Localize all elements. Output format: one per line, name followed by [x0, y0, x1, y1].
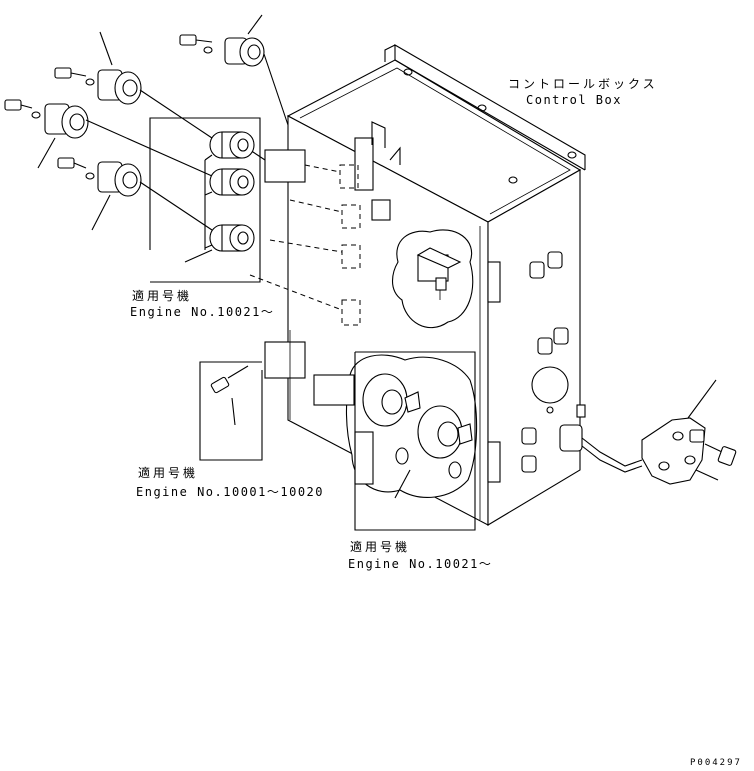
control-box-label-en: Control Box — [526, 93, 622, 107]
applicable-label-2: 適用号機 — [138, 465, 198, 480]
cutaway-relay — [391, 229, 474, 328]
applicable-label-3: 適用号機 — [350, 539, 410, 554]
dashed-knockouts — [249, 164, 361, 326]
connector-3 — [57, 157, 142, 231]
screw-group — [199, 361, 263, 461]
drawing-reference: P004297 — [690, 758, 742, 768]
control-box-label-jp: コントロールボックス — [508, 77, 658, 91]
connector-2 — [4, 99, 89, 169]
cutaway-relays-lower — [345, 354, 478, 498]
side-switch — [641, 379, 737, 485]
connector-1 — [54, 31, 142, 105]
front-panels — [264, 121, 401, 485]
grommet-group — [149, 117, 261, 283]
connector-top — [179, 14, 289, 126]
engine-number-1: Engine No.10021～ — [130, 305, 274, 319]
engine-number-2: Engine No.10001～10020 — [136, 485, 324, 499]
leader-lines — [85, 89, 266, 231]
relay-group — [354, 351, 476, 531]
applicable-label-1: 適用号機 — [132, 288, 192, 303]
engine-number-3: Engine No.10021～ — [348, 557, 492, 571]
